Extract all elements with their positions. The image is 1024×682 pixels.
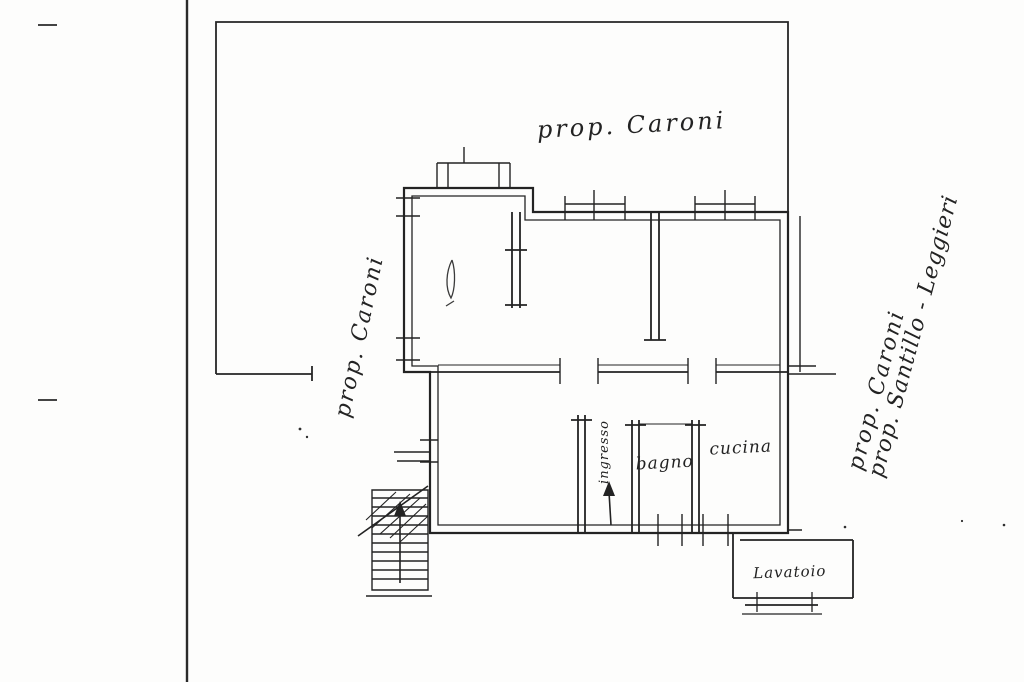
building-walls — [402, 186, 790, 535]
label-room-cucina: cucina — [709, 436, 772, 459]
boundary-bottom-stub — [216, 366, 313, 381]
upper-room-divider-wall — [644, 212, 666, 341]
bottom-wall-window-ticks — [657, 514, 729, 546]
stair-outline — [366, 489, 432, 597]
property-boundary-line — [215, 21, 789, 374]
label-room-lavatoio: Lavatoio — [752, 562, 827, 583]
top-wall-window-1 — [564, 190, 626, 220]
entrance-arrow-head — [603, 481, 615, 496]
lavatoio-sink-lines — [742, 592, 822, 615]
pencil-squiggle — [446, 259, 456, 300]
window-symbols — [394, 147, 836, 546]
bagno-right-wall — [685, 420, 706, 533]
speckle — [1002, 523, 1006, 527]
building-inner-wall — [411, 195, 781, 526]
scan-marks — [38, 0, 189, 682]
entrance-arrow — [603, 481, 615, 526]
label-prop-caroni-top: prop. Caroni — [536, 106, 727, 144]
lavatoio-annex — [732, 533, 854, 615]
entrance-arrow-shaft — [608, 491, 612, 526]
left-wall-windows — [396, 197, 420, 361]
speckle — [960, 519, 964, 523]
top-wall-window-2 — [694, 190, 756, 220]
label-prop-caroni-left: prop. Caroni — [330, 253, 389, 419]
speckle — [843, 525, 847, 529]
labels: prop. Caroni prop. Caroni prop. Caroni p… — [330, 106, 963, 582]
speckle — [298, 427, 302, 431]
bay-window — [436, 147, 511, 188]
pencil-marks — [445, 259, 456, 307]
mid-wall-door-ticks — [559, 358, 717, 384]
pencil-dash — [445, 300, 455, 307]
stair-up-arrow-head — [394, 501, 406, 516]
stair-cut-line — [357, 485, 429, 537]
staircase — [357, 485, 432, 597]
corridor-wall — [571, 415, 592, 533]
lower-left-window — [394, 439, 438, 463]
speckle — [305, 435, 309, 439]
label-room-bagno: bagno — [635, 452, 694, 475]
lavatoio-walls — [732, 533, 854, 606]
right-side-lines — [788, 216, 836, 531]
property-boundary — [215, 21, 789, 381]
label-room-ingresso: ingresso — [597, 420, 612, 484]
scan-speckles — [298, 427, 1006, 529]
upper-wall-stub — [505, 212, 527, 308]
building-outer-wall — [402, 186, 790, 535]
bagno-left-wall — [625, 420, 646, 533]
interior-walls — [430, 212, 788, 533]
